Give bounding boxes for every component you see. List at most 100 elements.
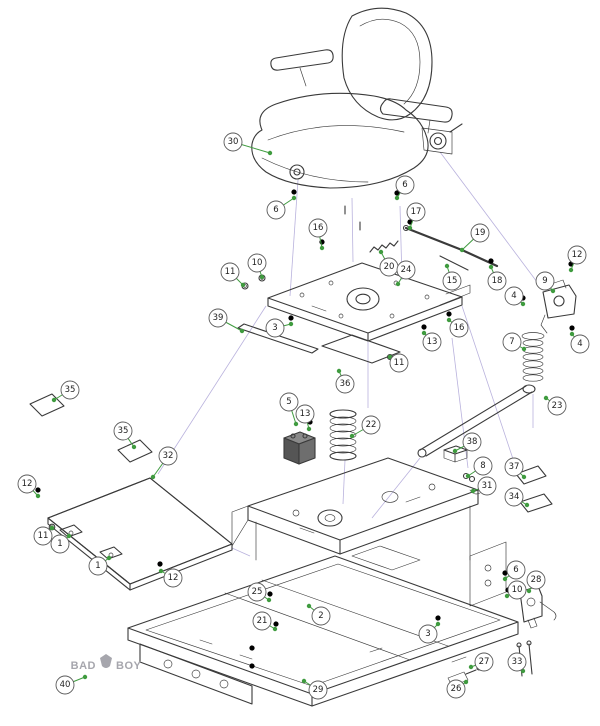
callout-number: 12 <box>572 250 583 260</box>
callout-36: 36 <box>335 368 355 394</box>
callout-balloon <box>311 606 331 626</box>
callout-balloon <box>265 318 285 338</box>
callout-number: 11 <box>394 358 405 368</box>
callout-number: 18 <box>492 276 503 286</box>
callout-16: 16 <box>446 317 469 338</box>
callout-number: 16 <box>454 323 465 333</box>
callout-number: 6 <box>513 565 518 575</box>
callout-38: 38 <box>452 432 482 454</box>
under-plate-bracket-art <box>321 334 401 364</box>
callout-17: 17 <box>406 202 426 231</box>
callout-12: 12 <box>158 568 183 588</box>
seat-spring-art <box>329 409 357 461</box>
callout-number: 13 <box>300 409 311 419</box>
callout-balloon <box>208 308 228 328</box>
callout-number: 22 <box>366 420 377 430</box>
callout-13: 13 <box>295 404 315 432</box>
callout-31: 31 <box>470 476 497 496</box>
callout-balloon <box>535 271 555 291</box>
callout-1: 1 <box>88 555 112 576</box>
callout-balloon <box>50 534 70 554</box>
callout-balloon <box>252 611 272 631</box>
callout-balloon <box>163 568 183 588</box>
callout-balloon <box>247 582 267 602</box>
callout-number: 32 <box>163 451 174 461</box>
callout-20: 20 <box>378 249 399 277</box>
callout-4: 4 <box>504 286 526 307</box>
callout-11: 11 <box>220 262 246 288</box>
callout-balloon <box>446 679 466 699</box>
callout-balloon <box>335 374 355 394</box>
callout-26: 26 <box>446 679 469 699</box>
callout-balloon <box>17 474 37 494</box>
callout-39: 39 <box>208 308 245 334</box>
callout-number: 21 <box>257 616 268 626</box>
callout-balloon <box>247 253 267 273</box>
callout-number: 4 <box>511 291 516 301</box>
callout-3: 3 <box>418 621 441 644</box>
callout-balloon <box>506 560 526 580</box>
callout-balloon <box>88 556 108 576</box>
dog-head-icon <box>100 654 112 668</box>
badboy-logo: BAD BOY <box>71 654 142 672</box>
callout-number: 2 <box>318 611 323 621</box>
callout-number: 25 <box>252 587 263 597</box>
callout-number: 37 <box>509 462 520 472</box>
callout-balloon <box>473 456 493 476</box>
callout-21: 21 <box>252 611 278 632</box>
callout-number: 6 <box>402 180 407 190</box>
callout-29: 29 <box>301 678 328 700</box>
callout-number: 31 <box>482 481 493 491</box>
callout-number: 7 <box>509 337 514 347</box>
callout-number: 16 <box>313 223 324 233</box>
callout-number: 17 <box>411 207 422 217</box>
logo-text-boy: BOY <box>116 660 142 672</box>
callout-number: 10 <box>252 258 263 268</box>
callout-number: 24 <box>401 265 412 275</box>
callout-6: 6 <box>266 195 297 220</box>
callout-number: 12 <box>22 479 33 489</box>
callout-2: 2 <box>306 603 331 626</box>
callout-balloon <box>395 175 415 195</box>
seat-illustration <box>251 7 463 231</box>
callout-balloon <box>526 570 546 590</box>
callout-number: 9 <box>542 276 547 286</box>
callout-15: 15 <box>442 263 462 291</box>
callout-balloon <box>487 271 507 291</box>
callout-balloon <box>504 286 524 306</box>
callout-number: 3 <box>425 629 430 639</box>
callout-number: 39 <box>213 313 224 323</box>
callout-number: 1 <box>57 539 62 549</box>
callout-number: 6 <box>273 205 278 215</box>
part-illustrations <box>29 7 577 707</box>
callout-balloon <box>220 262 240 282</box>
callout-number: 34 <box>509 492 520 502</box>
callout-16: 16 <box>308 218 328 251</box>
callout-balloon <box>60 380 80 400</box>
callout-balloon <box>474 652 494 672</box>
callout-number: 23 <box>552 401 563 411</box>
callout-6: 6 <box>394 175 415 201</box>
callout-10: 10 <box>247 253 267 280</box>
callout-balloon <box>361 415 381 435</box>
callout-balloon <box>33 526 53 546</box>
callout-balloon <box>266 200 286 220</box>
callout-number: 15 <box>447 276 458 286</box>
callout-number: 10 <box>512 585 523 595</box>
callout-number: 40 <box>60 680 71 690</box>
callout-balloon <box>396 260 416 280</box>
strip-art <box>237 323 319 354</box>
callout-35: 35 <box>113 421 137 450</box>
seat-plate-art <box>267 262 471 342</box>
callout-number: 13 <box>427 337 438 347</box>
callout-11: 11 <box>387 353 409 373</box>
callout-34: 34 <box>504 487 530 508</box>
callout-balloon <box>113 421 133 441</box>
callout-balloon <box>295 404 315 424</box>
callout-3: 3 <box>265 318 294 338</box>
callout-4: 4 <box>569 331 590 354</box>
callout-28: 28 <box>526 570 546 594</box>
